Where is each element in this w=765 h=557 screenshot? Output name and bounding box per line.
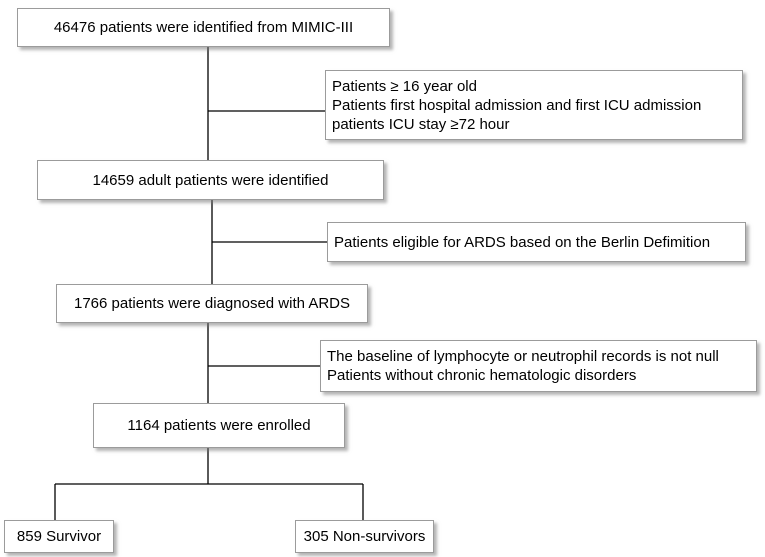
outcome-nonsurvivor-box: 305 Non-survivors [295,520,434,553]
outcome-survivor-box: 859 Survivor [4,520,114,553]
criteria-box-lab: The baseline of lymphocyte or neutrophil… [320,340,757,392]
criteria-box-ards: Patients eligible for ARDS based on the … [327,222,746,262]
step-identified-text: 46476 patients were identified from MIMI… [53,19,354,36]
step-adult-text: 14659 adult patients were identified [92,171,329,189]
outcome-nonsurvivor-text: 305 Non-survivors [303,528,426,545]
step-enrolled-text: 1164 patients were enrolled [127,417,311,434]
criteria-age-text: Patients ≥ 16 year old [332,77,477,95]
criteria-icu-stay-text: patients ICU stay ≥72 hour [332,115,510,133]
step-adult-box: 14659 adult patients were identified [37,160,384,200]
step-identified-box: 46476 patients were identified from MIMI… [17,8,390,47]
criteria-baseline-text: The baseline of lymphocyte or neutrophil… [327,348,719,365]
criteria-admission-text: Patients first hospital admission and fi… [332,96,702,114]
criteria-box-age-admission: Patients ≥ 16 year old Patients first ho… [325,70,743,140]
step-ards-text: 1766 patients were diagnosed with ARDS [73,295,350,312]
outcome-survivor-text: 859 Survivor [16,528,102,545]
step-ards-box: 1766 patients were diagnosed with ARDS [56,284,368,323]
criteria-hematologic-text: Patients without chronic hematologic dis… [327,367,637,384]
step-enrolled-box: 1164 patients were enrolled [93,403,345,448]
criteria-ards-text: Patients eligible for ARDS based on the … [334,233,711,251]
